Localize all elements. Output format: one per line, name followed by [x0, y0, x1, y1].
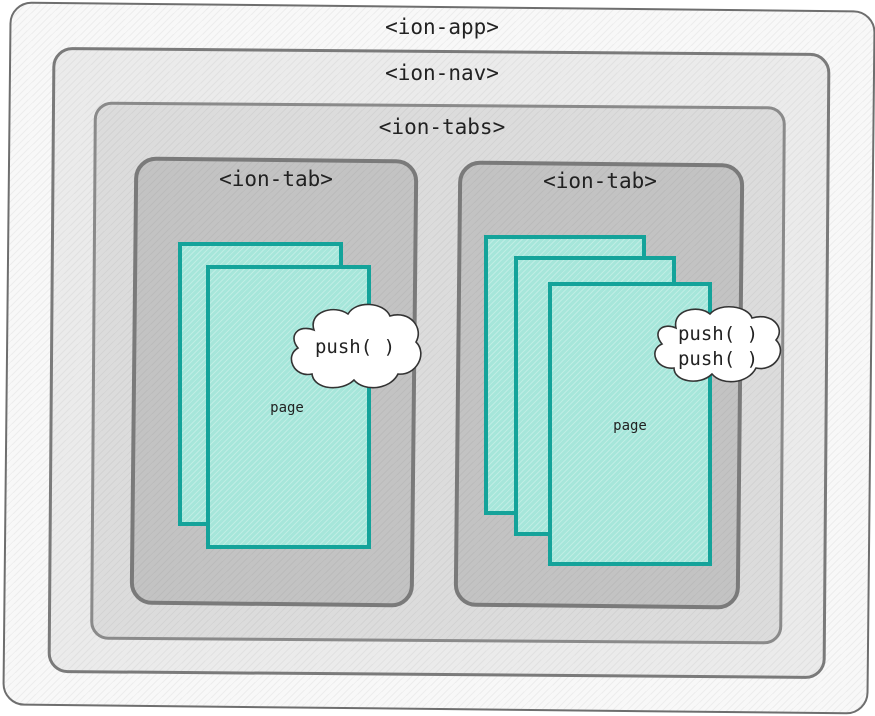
- ion-nav-label: <ion-nav>: [385, 61, 499, 85]
- push-call-left-1: push( ): [314, 336, 396, 358]
- ion-app-label: <ion-app>: [385, 15, 499, 39]
- page-label: page: [613, 418, 647, 434]
- push-call-right-2: push( ): [677, 348, 759, 370]
- ion-tab-left-label: <ion-tab>: [219, 167, 333, 191]
- push-cloud-right: [654, 306, 782, 383]
- push-call-right-1: push( ): [677, 323, 759, 345]
- page-label: page: [270, 400, 304, 416]
- ion-tabs-label: <ion-tabs>: [378, 115, 506, 139]
- ion-tab-right-label: <ion-tab>: [543, 169, 657, 193]
- push-cloud-left: [290, 303, 422, 389]
